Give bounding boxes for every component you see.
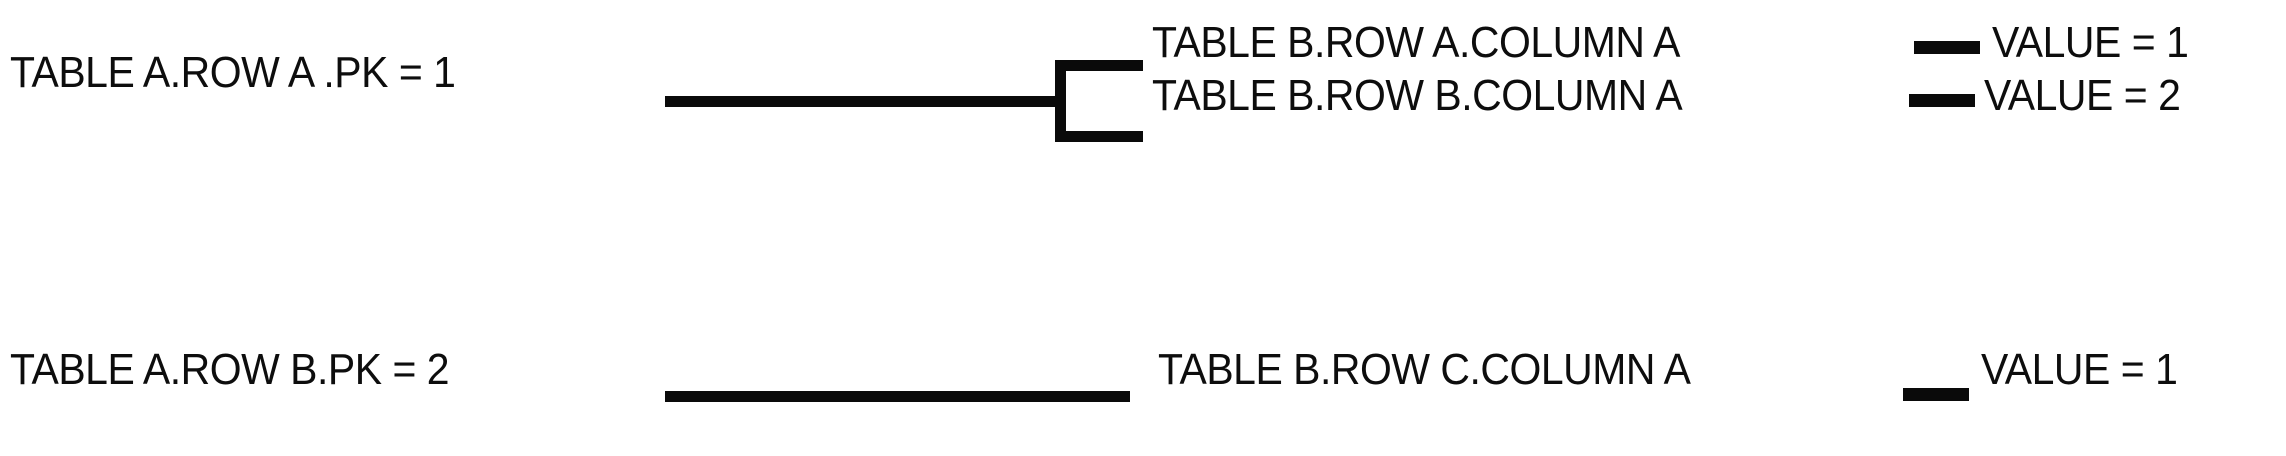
child-value-group-1-1: VALUE = 2: [1984, 71, 2181, 120]
separator-dash-group-1-0: [1914, 41, 1980, 54]
child-label-group-2-0: TABLE B.ROW C.COLUMN A: [1158, 345, 1691, 394]
bracket-arm-bottom-group-1: [1055, 131, 1143, 142]
child-value-group-2-0: VALUE = 1: [1981, 345, 2178, 394]
child-label-group-1-1: TABLE B.ROW B.COLUMN A: [1152, 71, 1683, 120]
parent-label-group-1: TABLE A.ROW A .PK = 1: [10, 48, 456, 97]
separator-dash-group-1-1: [1909, 94, 1975, 107]
child-label-group-1-0: TABLE B.ROW A.COLUMN A: [1152, 18, 1680, 67]
connector-line-group-2: [665, 391, 1130, 402]
separator-dash-group-2-0: [1903, 388, 1969, 401]
bracket-stem-group-1: [1055, 60, 1066, 142]
bracket-arm-top-group-1: [1055, 60, 1143, 71]
parent-label-group-2: TABLE A.ROW B.PK = 2: [10, 345, 450, 394]
connector-trunk-group-1: [665, 96, 1061, 107]
child-value-group-1-0: VALUE = 1: [1992, 18, 2189, 67]
